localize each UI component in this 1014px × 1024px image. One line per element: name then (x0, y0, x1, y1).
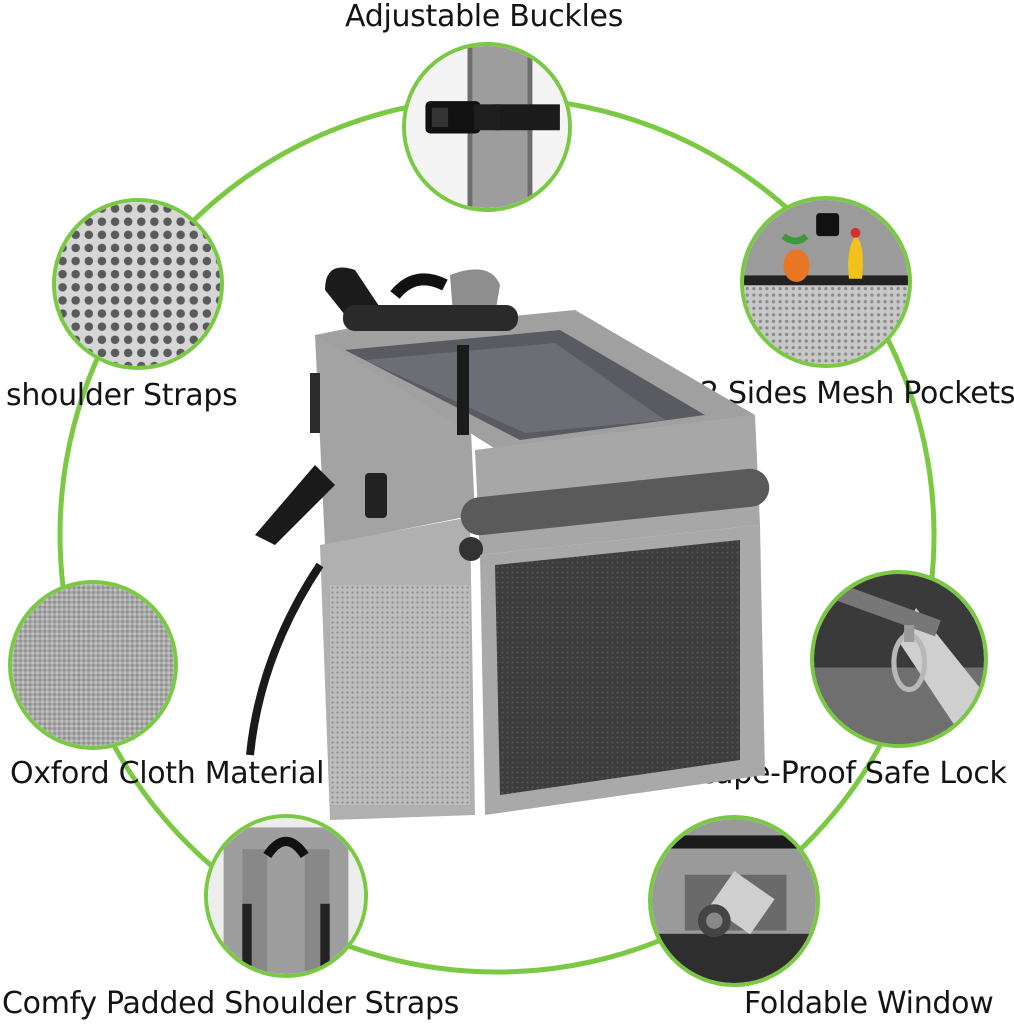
padded-straps-circle (204, 814, 368, 978)
rolled-window-icon (652, 819, 816, 983)
buckle-icon (406, 46, 568, 208)
label-adjustable-buckles: Adjustable Buckles (345, 0, 624, 34)
safe-lock-circle (810, 570, 988, 748)
fabric-texture-icon (12, 584, 174, 746)
label-shoulder-straps: shoulder Straps (6, 378, 238, 413)
clip-hook-icon (814, 574, 984, 744)
mesh-texture-icon (56, 202, 220, 366)
label-oxford-cloth: Oxford Cloth Material (10, 756, 325, 791)
oxford-cloth-circle (8, 580, 178, 750)
foldable-window-circle (648, 815, 820, 987)
pet-carrier-image (246, 267, 770, 820)
label-padded-straps: Comfy Padded Shoulder Straps (2, 986, 460, 1021)
buckle-detail-circle (402, 42, 572, 212)
strap-mesh-circle (52, 198, 224, 370)
label-foldable-window: Foldable Window (744, 986, 994, 1021)
backpack-back-icon (208, 818, 364, 974)
label-mesh-pockets: 2 Sides Mesh Pockets (700, 376, 1014, 411)
